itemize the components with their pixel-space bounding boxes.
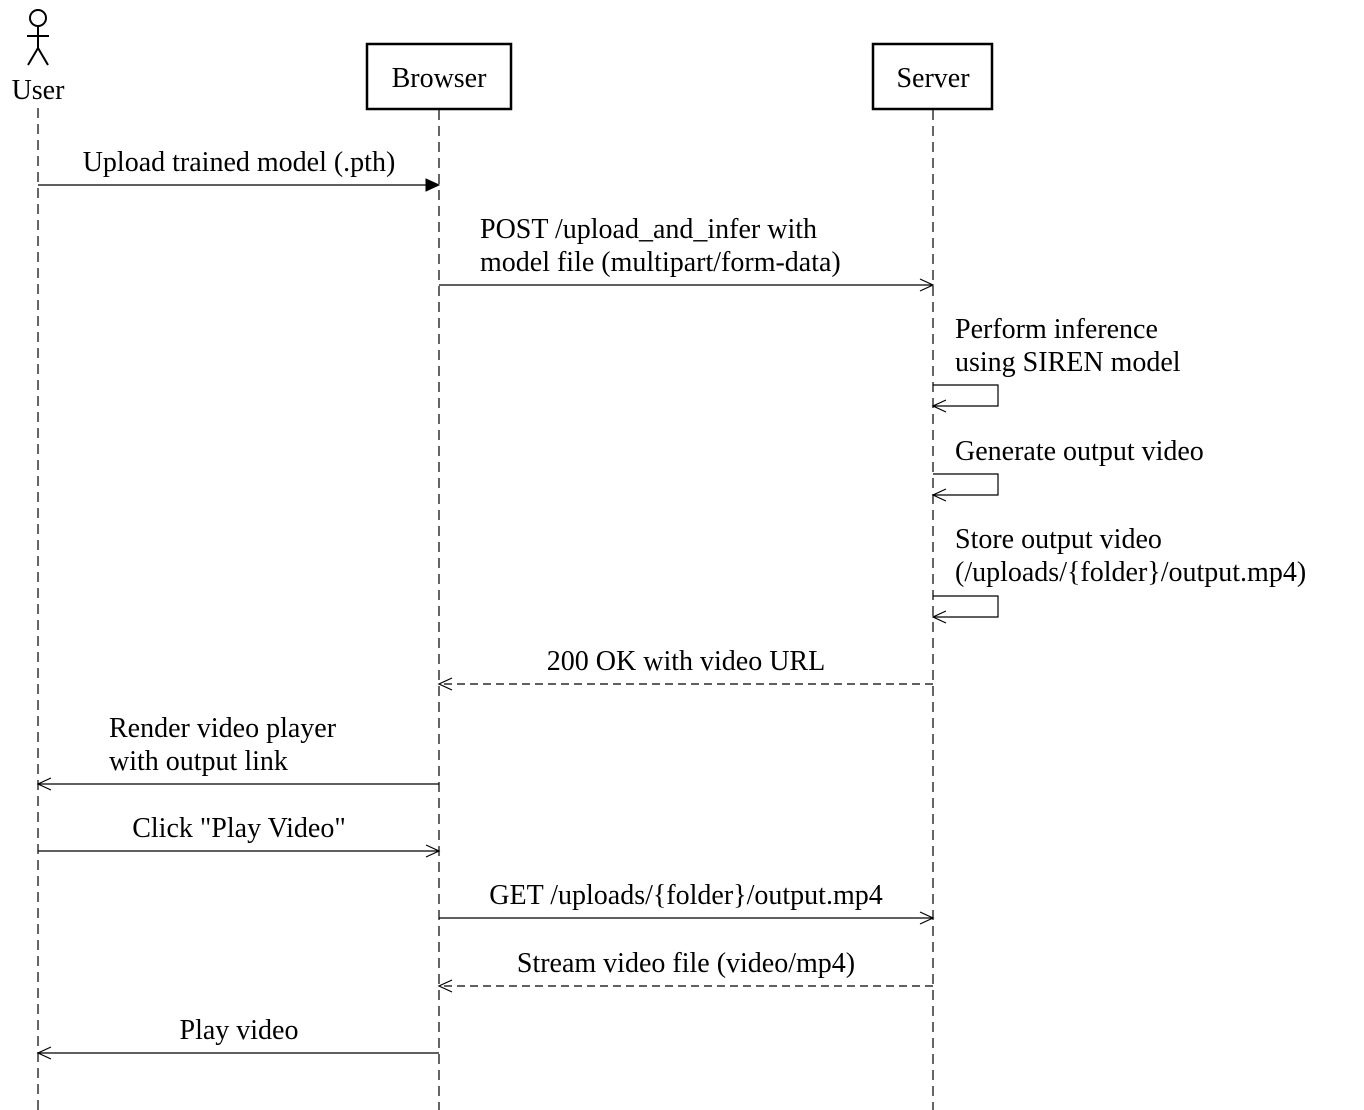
self-message-inference: Perform inference using SIREN model	[931, 314, 1181, 413]
message-label: with output link	[109, 746, 288, 777]
arrowhead-open	[931, 488, 947, 502]
arrowhead-filled	[425, 178, 441, 192]
message-label: Click "Play Video"	[132, 813, 346, 844]
arrowhead-open	[425, 844, 441, 858]
self-loop	[933, 473, 999, 496]
arrowhead-open	[931, 399, 947, 413]
message-label: POST /upload_and_infer with	[480, 214, 817, 245]
browser-label: Browser	[392, 63, 488, 94]
message-label: 200 OK with video URL	[547, 646, 825, 677]
self-loop	[933, 595, 999, 618]
message-label: Render video player	[109, 713, 337, 744]
message-stream-video: Stream video file (video/mp4)	[437, 948, 933, 993]
user-actor-icon	[27, 9, 49, 66]
message-get-video: GET /uploads/{folder}/output.mp4	[439, 880, 935, 925]
self-message-generate-video: Generate output video	[931, 436, 1204, 502]
arrowhead-open	[437, 979, 453, 993]
message-render-player: Render video player with output link	[36, 713, 439, 791]
message-label: GET /uploads/{folder}/output.mp4	[489, 880, 882, 911]
message-label: Stream video file (video/mp4)	[517, 948, 855, 979]
arrowhead-open	[36, 777, 52, 791]
arrowhead-open	[437, 677, 453, 691]
server-participant: Server	[871, 42, 994, 111]
message-label: Upload trained model (.pth)	[83, 147, 396, 178]
arrowhead-open	[919, 278, 935, 292]
user-label: User	[12, 75, 66, 106]
arrowhead-open	[919, 911, 935, 925]
message-label: model file (multipart/form-data)	[480, 247, 841, 278]
message-label: Perform inference	[955, 314, 1158, 345]
message-click-play: Click "Play Video"	[38, 813, 441, 858]
message-label: Play video	[180, 1015, 299, 1046]
message-label: Store output video	[955, 524, 1162, 555]
self-loop	[933, 384, 999, 407]
message-200-ok: 200 OK with video URL	[437, 646, 933, 691]
message-post-upload: POST /upload_and_infer with model file (…	[439, 214, 935, 292]
message-label: Generate output video	[955, 436, 1204, 467]
message-label: using SIREN model	[955, 347, 1181, 378]
message-upload-model: Upload trained model (.pth)	[38, 147, 441, 192]
arrowhead-open	[36, 1046, 52, 1060]
message-label: (/uploads/{folder}/output.mp4)	[955, 557, 1306, 588]
browser-participant: Browser	[365, 42, 513, 111]
self-message-store-video: Store output video (/uploads/{folder}/ou…	[931, 524, 1306, 624]
server-label: Server	[896, 63, 970, 94]
message-play-video: Play video	[36, 1015, 439, 1060]
arrowhead-open	[931, 610, 947, 624]
